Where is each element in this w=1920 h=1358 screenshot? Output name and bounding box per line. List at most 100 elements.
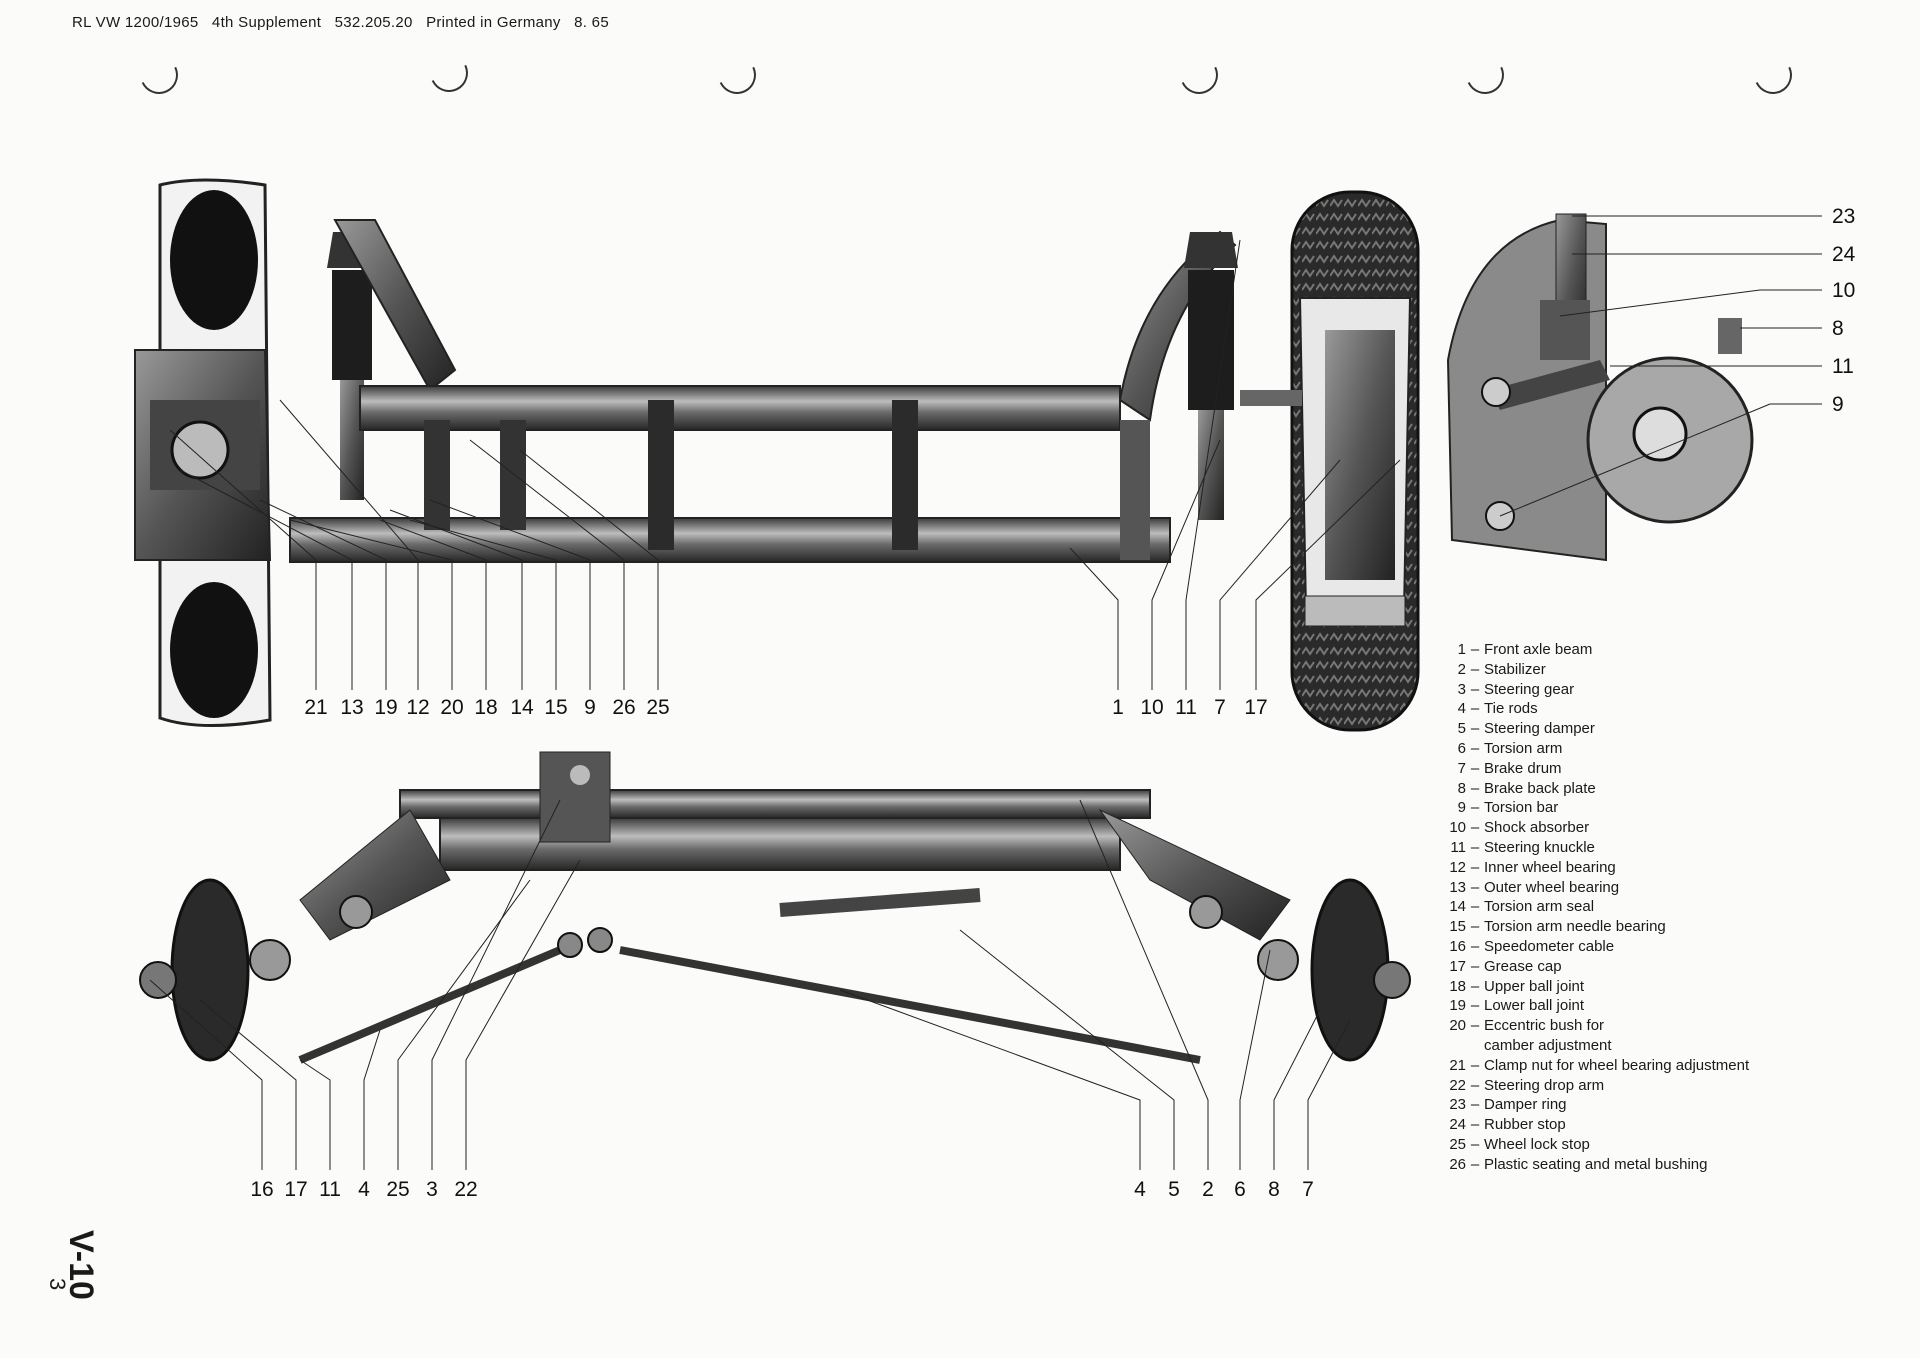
legend-number: 10 [1449, 819, 1466, 837]
legend-label: Eccentric bush for [1484, 1017, 1605, 1035]
page-number: 3 [45, 1278, 70, 1291]
callout-label: 9 [584, 696, 596, 719]
legend-item: 21–Clamp nut for wheel bearing adjustmen… [1440, 1056, 1749, 1076]
legend-dash: – [1470, 680, 1480, 698]
legend-number: 21 [1449, 1056, 1466, 1074]
callout-label: 15 [544, 696, 567, 719]
legend-dash: – [1470, 1155, 1480, 1173]
legend-number: 4 [1457, 700, 1466, 718]
legend-label: Upper ball joint [1484, 977, 1585, 995]
legend-item: 14–Torsion arm seal [1440, 897, 1749, 917]
callout-label: 22 [454, 1178, 477, 1201]
top-right-torsion-arm [1118, 230, 1237, 560]
callout-label: 20 [440, 696, 463, 719]
callout-label: 11 [1832, 355, 1854, 378]
callout-label: 14 [510, 696, 534, 719]
legend-label: Steering damper [1484, 720, 1595, 738]
legend-label: Steering gear [1484, 680, 1575, 698]
legend-item: 13–Outer wheel bearing [1440, 878, 1749, 898]
legend-number: 9 [1457, 799, 1466, 817]
legend-number: 11 [1450, 838, 1466, 856]
legend-item: 9–Torsion bar [1440, 798, 1749, 818]
top-leader-lines [169, 239, 1401, 690]
legend-label: camber adjustment [1484, 1036, 1612, 1054]
legend-dash: – [1470, 759, 1480, 777]
legend-number: 8 [1457, 779, 1466, 797]
callout-label: 12 [406, 696, 429, 719]
callout-label: 8 [1268, 1178, 1280, 1201]
legend-number: 16 [1449, 937, 1466, 955]
legend-label: Wheel lock stop [1484, 1135, 1590, 1153]
legend-number: 7 [1457, 759, 1466, 777]
legend-item: 16–Speedometer cable [1440, 937, 1749, 957]
legend-number: 26 [1449, 1155, 1466, 1173]
legend-dash: – [1470, 1017, 1480, 1035]
legend-dash: – [1470, 858, 1480, 876]
callout-label: 3 [426, 1178, 438, 1201]
callout-label: 1 [1112, 696, 1124, 719]
legend-item: 22–Steering drop arm [1440, 1076, 1749, 1096]
legend-item: 2–Stabilizer [1440, 660, 1749, 680]
legend-label: Brake back plate [1484, 779, 1596, 797]
legend-dash: – [1470, 937, 1480, 955]
legend-dash: – [1470, 1076, 1480, 1094]
callout-label: 10 [1832, 279, 1855, 302]
legend-item: 24–Rubber stop [1440, 1115, 1749, 1135]
callout-label: 23 [1832, 205, 1855, 228]
top-right-callouts: 1 10 11 7 17 [1112, 696, 1268, 719]
legend-label: Grease cap [1484, 957, 1562, 975]
side-detail-view [1446, 213, 1754, 562]
legend-item: 23–Damper ring [1440, 1095, 1749, 1115]
bottom-leader-lines [149, 799, 1351, 1170]
legend-item: 3–Steering gear [1440, 680, 1749, 700]
legend-label: Shock absorber [1484, 819, 1590, 837]
page-header: RL VW 1200/1965 4th Supplement 532.205.2… [72, 14, 609, 31]
legend-dash: – [1470, 1135, 1480, 1153]
callout-label: 8 [1832, 317, 1844, 340]
legend-label: Clamp nut for wheel bearing adjustment [1484, 1056, 1750, 1074]
legend-item: 7–Brake drum [1440, 759, 1749, 779]
callout-label: 26 [612, 696, 635, 719]
legend-dash: – [1470, 957, 1480, 975]
legend-label: Plastic seating and metal bushing [1484, 1155, 1708, 1173]
legend-item: 11–Steering knuckle [1440, 838, 1749, 858]
top-right-wheel [1240, 190, 1420, 732]
legend-dash: – [1470, 898, 1480, 916]
legend-dash: – [1470, 918, 1480, 936]
callout-label: 7 [1214, 696, 1226, 719]
legend-dash: – [1470, 1096, 1480, 1114]
legend-dash: – [1470, 1056, 1480, 1074]
legend-number: 19 [1449, 997, 1466, 1015]
legend-label: Tie rods [1484, 700, 1538, 718]
legend-dash: – [1470, 819, 1480, 837]
legend-item: 15–Torsion arm needle bearing [1440, 917, 1749, 937]
legend-label: Front axle beam [1484, 641, 1593, 658]
bottom-left-brake-drum [139, 878, 291, 1062]
callout-label: 18 [474, 696, 497, 719]
legend-item: 17–Grease cap [1440, 957, 1749, 977]
callout-label: 2 [1202, 1178, 1214, 1201]
callout-label: 6 [1234, 1178, 1246, 1201]
legend-number: 1 [1457, 641, 1466, 658]
callout-label: 21 [304, 696, 327, 719]
callout-label: 13 [340, 696, 363, 719]
legend-label: Steering drop arm [1484, 1076, 1605, 1094]
top-axle-tubes [289, 385, 1171, 563]
legend-number: 15 [1449, 918, 1466, 936]
legend-number: 17 [1449, 957, 1466, 975]
legend-dash: – [1470, 977, 1480, 995]
legend-item: 6–Torsion arm [1440, 739, 1749, 759]
callout-label: 25 [386, 1178, 409, 1201]
legend-number: 5 [1457, 720, 1466, 738]
legend-item: 19–Lower ball joint [1440, 996, 1749, 1016]
legend-dash: – [1470, 997, 1480, 1015]
legend-item: 12–Inner wheel bearing [1440, 858, 1749, 878]
legend-label: Steering knuckle [1484, 838, 1595, 856]
callout-label: 11 [319, 1178, 341, 1201]
legend-dash: – [1470, 878, 1480, 896]
legend-label: Stabilizer [1484, 660, 1546, 678]
legend-number: 22 [1449, 1076, 1466, 1094]
callout-label: 4 [1134, 1178, 1146, 1201]
legend-label: Lower ball joint [1484, 997, 1585, 1015]
